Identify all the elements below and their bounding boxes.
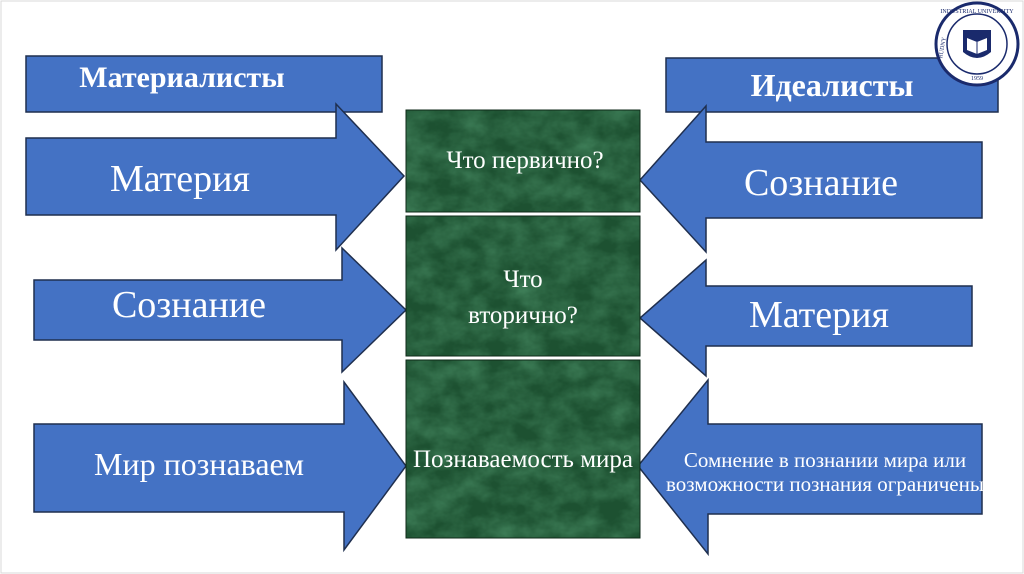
- header-idealists: Идеалисты: [750, 66, 914, 103]
- right-arrow-3: [637, 377, 983, 557]
- center-panel-3: [405, 359, 641, 539]
- center-panel-1: [405, 109, 641, 213]
- right-arrow-label-1: Сознание: [743, 162, 899, 205]
- seal-year: 1959: [971, 76, 983, 82]
- left-arrow-label-1: Материя: [110, 158, 250, 201]
- right-arrow-2: [638, 258, 973, 378]
- left-arrow-2: [33, 246, 408, 374]
- right-arrow-label-3: Сомнение в познании мира или возможности…: [666, 447, 984, 496]
- left-arrow-3: [33, 379, 407, 553]
- seal-left-text: RUDNY: [938, 36, 948, 59]
- center-panel-2: [405, 215, 641, 357]
- seal-top-text: INDUSTRIAL UNIVERSITY: [940, 9, 1014, 15]
- left-arrow-label-3: Мир познаваем: [93, 445, 304, 482]
- university-seal-logo: 1959 INDUSTRIAL UNIVERSITY RUDNY: [934, 1, 1020, 87]
- center-label-3: Познаваемость мира: [413, 445, 633, 473]
- center-label-1: Что первично?: [446, 146, 604, 174]
- header-box-materialists: [25, 55, 383, 113]
- left-arrow-label-2: Сознание: [111, 284, 267, 327]
- center-label-2: Что вторично?: [468, 265, 578, 329]
- header-materialists: Материалисты: [79, 60, 285, 94]
- right-arrow-label-2: Материя: [749, 294, 889, 337]
- left-arrow-1: [25, 102, 406, 252]
- right-arrow-1: [638, 104, 983, 254]
